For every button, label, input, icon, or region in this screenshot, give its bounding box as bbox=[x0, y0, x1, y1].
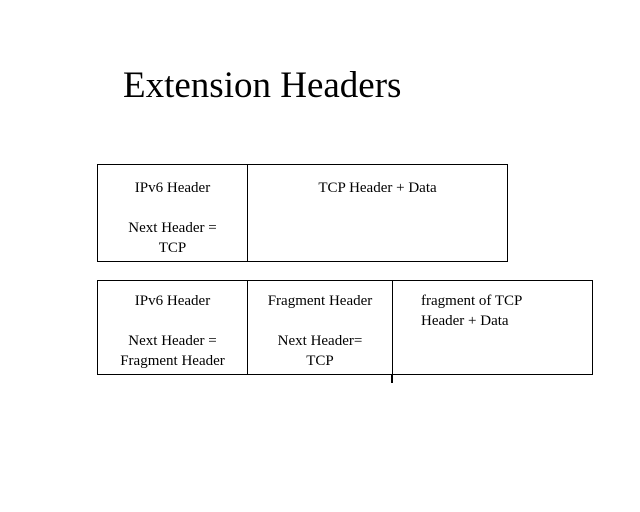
slide-title: Extension Headers bbox=[123, 65, 402, 106]
unfragmented-ipv6-header-cell: IPv6 Header Next Header = TCP bbox=[98, 165, 248, 261]
fragmented-ipv6-header-cell: IPv6 Header Next Header = Fragment Heade… bbox=[98, 281, 248, 374]
packet-diagram-fragmented: IPv6 Header Next Header = Fragment Heade… bbox=[97, 280, 593, 375]
packet-diagram-unfragmented: IPv6 Header Next Header = TCP TCP Header… bbox=[97, 164, 508, 262]
divider-tail-line bbox=[391, 375, 393, 383]
fragmented-tcp-payload-cell: fragment of TCP Header + Data bbox=[421, 293, 523, 329]
unfragmented-tcp-payload-cell: TCP Header + Data bbox=[318, 180, 437, 196]
fragmented-fragment-header-cell: Fragment Header Next Header= TCP bbox=[248, 281, 393, 374]
